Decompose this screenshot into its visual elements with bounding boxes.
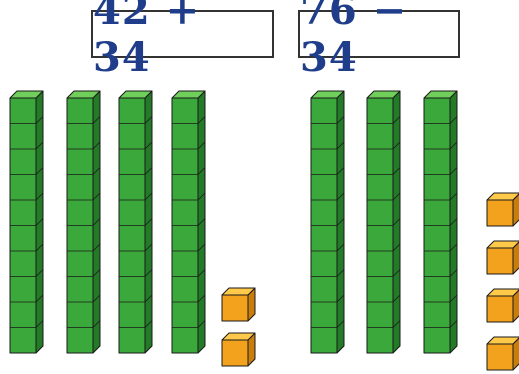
tens-rod xyxy=(424,91,457,353)
ones-cube xyxy=(222,333,255,366)
ones-cube xyxy=(487,241,519,274)
ones-cube xyxy=(222,288,255,321)
ones-cube xyxy=(487,289,519,322)
tens-rod xyxy=(311,91,344,353)
tens-rod xyxy=(367,91,400,353)
tens-rod xyxy=(67,91,100,353)
tens-rod xyxy=(119,91,152,353)
tens-rod xyxy=(10,91,43,353)
ones-cube xyxy=(487,337,519,370)
tens-rod xyxy=(172,91,205,353)
ones-cube xyxy=(487,193,519,226)
